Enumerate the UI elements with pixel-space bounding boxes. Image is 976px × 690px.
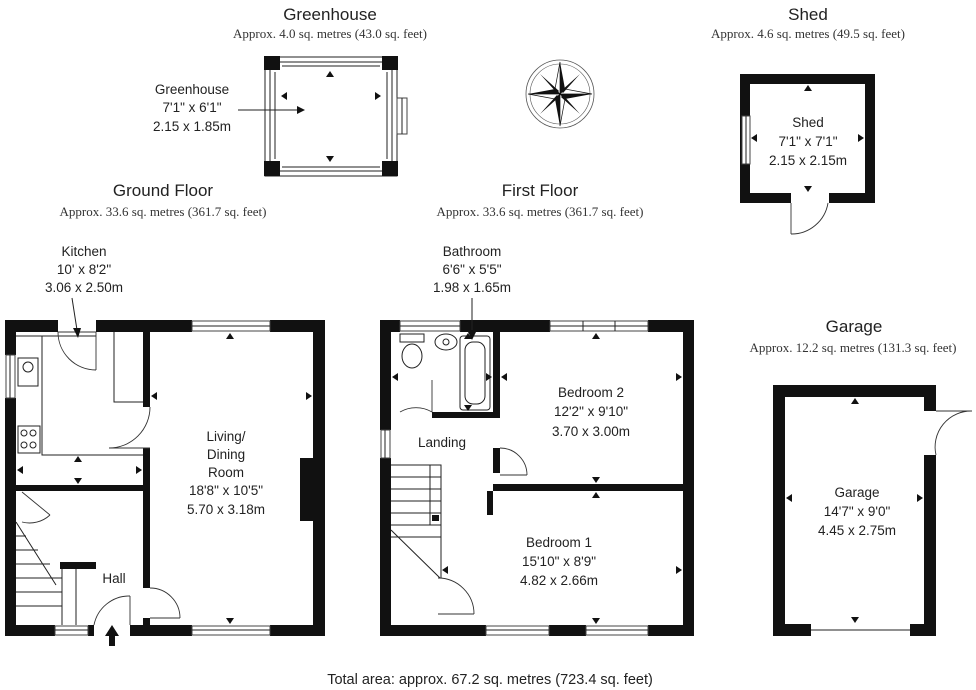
total-area: Total area: approx. 67.2 sq. metres (723… [327, 672, 653, 688]
shed-area: Approx. 4.6 sq. metres (49.5 sq. feet) [711, 26, 905, 41]
first-floor-plan: Bathroom 6'6" x 5'5" 1.98 x 1.65m Bedroo… [380, 244, 694, 636]
living-room-metric: 5.70 x 3.18m [187, 502, 265, 517]
kitchen-metric: 3.06 x 2.50m [45, 280, 123, 295]
living-room-imperial: 18'8" x 10'5" [189, 483, 263, 498]
bathroom-name: Bathroom [443, 244, 502, 259]
bedroom-1-metric: 4.82 x 2.66m [520, 573, 598, 588]
living-room-name-3: Room [208, 465, 244, 480]
greenhouse-room-metric: 2.15 x 1.85m [153, 119, 231, 134]
kitchen-imperial: 10' x 8'2" [57, 262, 111, 277]
hall-name: Hall [102, 571, 125, 586]
bedroom-1-name: Bedroom 1 [526, 535, 592, 550]
bathroom-metric: 1.98 x 1.65m [433, 280, 511, 295]
garage-title: Garage [826, 317, 883, 336]
bedroom-2-metric: 3.70 x 3.00m [552, 424, 630, 439]
shed-title: Shed [788, 5, 828, 24]
ground-floor-title: Ground Floor [113, 181, 213, 200]
greenhouse-room-imperial: 7'1" x 6'1" [162, 100, 221, 115]
shed-room-imperial: 7'1" x 7'1" [778, 134, 837, 149]
living-room-name-1: Living/ [206, 429, 245, 444]
living-room-name-2: Dining [207, 447, 245, 462]
compass-rose-icon [525, 59, 595, 129]
greenhouse-room-name: Greenhouse [155, 82, 229, 97]
first-floor-area: Approx. 33.6 sq. metres (361.7 sq. feet) [437, 204, 644, 219]
garage-plan: Garage 14'7" x 9'0" 4.45 x 2.75m [773, 385, 973, 636]
garage-area: Approx. 12.2 sq. metres (131.3 sq. feet) [750, 340, 957, 355]
bathroom-imperial: 6'6" x 5'5" [442, 262, 501, 277]
bedroom-2-name: Bedroom 2 [558, 385, 624, 400]
ground-floor-plan: Kitchen 10' x 8'2" 3.06 x 2.50m Living/ … [5, 244, 325, 646]
greenhouse-plan: Greenhouse 7'1" x 6'1" 2.15 x 1.85m [153, 56, 408, 177]
bedroom-1-imperial: 15'10" x 8'9" [522, 554, 596, 569]
greenhouse-area: Approx. 4.0 sq. metres (43.0 sq. feet) [233, 26, 427, 41]
shed-room-metric: 2.15 x 2.15m [769, 153, 847, 168]
shed-room-name: Shed [792, 115, 824, 130]
landing-name: Landing [418, 435, 466, 450]
shed-plan: Shed 7'1" x 7'1" 2.15 x 2.15m [740, 74, 875, 235]
garage-room-imperial: 14'7" x 9'0" [824, 504, 891, 519]
first-floor-title: First Floor [502, 181, 579, 200]
garage-room-name: Garage [834, 485, 879, 500]
greenhouse-title: Greenhouse [283, 5, 377, 24]
garage-room-metric: 4.45 x 2.75m [818, 523, 896, 538]
kitchen-name: Kitchen [61, 244, 106, 259]
bedroom-2-imperial: 12'2" x 9'10" [554, 404, 628, 419]
ground-floor-area: Approx. 33.6 sq. metres (361.7 sq. feet) [60, 204, 267, 219]
